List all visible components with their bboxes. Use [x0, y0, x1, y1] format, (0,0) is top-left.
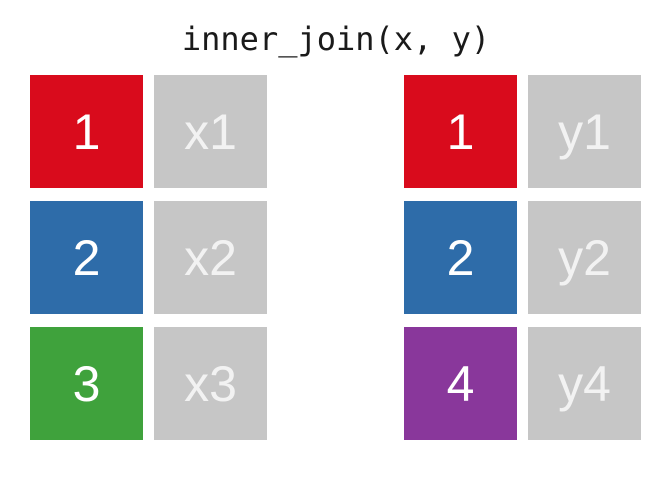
table-y-value-cell-y1: y1: [528, 75, 641, 188]
diagram-title: inner_join(x, y): [181, 20, 491, 58]
table-y-value-cell-y2: y2: [528, 201, 641, 314]
table-x-key-cell-1: 1: [30, 75, 143, 188]
table-y-key-cell-1: 1: [404, 75, 517, 188]
table-y-value-cell-y4: y4: [528, 327, 641, 440]
table-x-value-cell-x3: x3: [154, 327, 267, 440]
table-x-key-cell-3: 3: [30, 327, 143, 440]
table-x-value-cell-x2: x2: [154, 201, 267, 314]
table-x-key-cell-2: 2: [30, 201, 143, 314]
table-y-key-cell-4: 4: [404, 327, 517, 440]
table-y-key-cell-2: 2: [404, 201, 517, 314]
table-x-value-cell-x1: x1: [154, 75, 267, 188]
